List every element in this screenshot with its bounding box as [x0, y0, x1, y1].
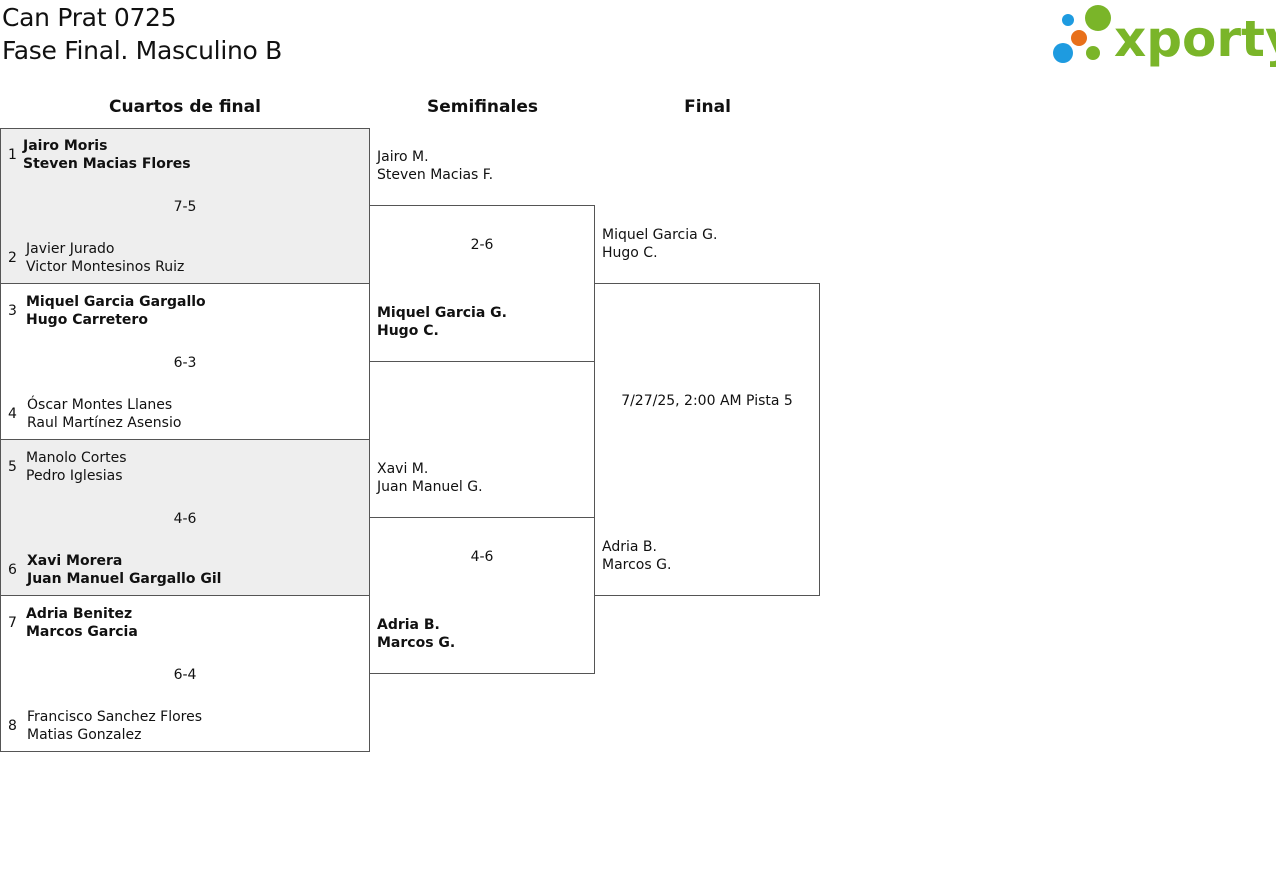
tournament-title: Can Prat 0725 [2, 3, 177, 32]
team-pair: Miquel Garcia Gargallo Hugo Carretero [26, 293, 206, 329]
player-name: Pedro Iglesias [26, 468, 123, 484]
seed-number: 5 [8, 459, 17, 475]
player-name: Manolo Cortes [26, 450, 127, 466]
seed-number: 6 [8, 562, 17, 578]
team-pair: Adria B. Marcos G. [602, 538, 671, 574]
player-name: Jairo M. [377, 149, 429, 165]
team-pair: Óscar Montes Llanes Raul Martínez Asensi… [27, 396, 181, 432]
player-name: Xavi Morera [27, 553, 123, 569]
xporty-logo: xporty [1053, 5, 1276, 68]
player-name: Miquel Garcia Gargallo [26, 294, 206, 310]
player-name: Hugo C. [377, 323, 439, 339]
match-score: 2-6 [470, 237, 494, 253]
player-name: Raul Martínez Asensio [27, 415, 182, 431]
team-pair: Xavi Morera Juan Manuel Gargallo Gil [27, 552, 221, 588]
seed-number: 7 [8, 615, 17, 631]
phase-title: Fase Final. Masculino B [2, 36, 283, 65]
player-name: Adria B. [602, 539, 657, 555]
player-name: Hugo Carretero [26, 312, 148, 328]
player-name: Marcos G. [602, 557, 672, 573]
player-name: Jairo Moris [23, 138, 108, 154]
quarterfinal-match-2: 3 Miquel Garcia Gargallo Hugo Carretero … [0, 283, 370, 440]
player-name: Marcos G. [377, 635, 456, 651]
player-name: Javier Jurado [26, 241, 115, 257]
match-score: 4-6 [470, 549, 494, 565]
final-top-pair: Miquel Garcia G. Hugo C. [602, 226, 717, 262]
seed-number: 3 [8, 303, 17, 319]
player-name: Óscar Montes Llanes [27, 397, 173, 413]
semifinal-2-top-pair: Xavi M. Juan Manuel G. [377, 460, 483, 496]
column-header-final: Final [684, 97, 731, 117]
player-name: Hugo C. [602, 245, 658, 261]
semifinal-1-top-pair: Jairo M. Steven Macias F. [377, 148, 493, 184]
player-name: Xavi M. [377, 461, 429, 477]
seed-number: 4 [8, 406, 17, 422]
team-pair: Jairo Moris Steven Macias Flores [23, 137, 191, 173]
match-schedule: 7/27/25, 2:00 AM Pista 5 [621, 393, 793, 409]
player-name: Adria B. [377, 617, 440, 633]
quarterfinal-match-1: 1 Jairo Moris Steven Macias Flores 7-5 2… [0, 128, 370, 284]
seed-number: 2 [8, 250, 17, 266]
seed-number: 8 [8, 718, 17, 734]
column-header-quarters: Cuartos de final [109, 97, 261, 117]
team-pair: Manolo Cortes Pedro Iglesias [26, 449, 127, 485]
team-pair: Francisco Sanchez Flores Matias Gonzalez [27, 708, 202, 744]
final-match: 7/27/25, 2:00 AM Pista 5 Adria B. Marcos… [594, 283, 820, 596]
player-name: Francisco Sanchez Flores [27, 709, 203, 725]
player-name: Miquel Garcia G. [377, 305, 507, 321]
match-score: 6-4 [173, 667, 197, 683]
match-score: 6-3 [173, 355, 197, 371]
semifinal-match-1: 2-6 Miquel Garcia G. Hugo C. [369, 205, 595, 362]
team-pair: Miquel Garcia G. Hugo C. [377, 304, 507, 340]
logo-wordmark: xporty [1114, 10, 1276, 68]
player-name: Miquel Garcia G. [602, 227, 718, 243]
player-name: Adria Benitez [26, 606, 133, 622]
player-name: Marcos Garcia [26, 624, 138, 640]
player-name: Steven Macias Flores [23, 156, 191, 172]
player-name: Steven Macias F. [377, 167, 494, 183]
quarterfinal-match-3: 5 Manolo Cortes Pedro Iglesias 4-6 6 Xav… [0, 439, 370, 596]
team-pair: Adria B. Marcos G. [377, 616, 455, 652]
player-name: Juan Manuel Gargallo Gil [27, 571, 222, 587]
seed-number: 1 [8, 147, 17, 163]
player-name: Juan Manuel G. [377, 479, 483, 495]
match-score: 4-6 [173, 511, 197, 527]
match-score: 7-5 [173, 199, 197, 215]
player-name: Matias Gonzalez [27, 727, 142, 743]
column-header-semis: Semifinales [427, 97, 538, 117]
team-pair: Javier Jurado Victor Montesinos Ruiz [26, 240, 184, 276]
team-pair: Adria Benitez Marcos Garcia [26, 605, 138, 641]
semifinal-match-2: 4-6 Adria B. Marcos G. [369, 517, 595, 674]
player-name: Victor Montesinos Ruiz [26, 259, 185, 275]
quarterfinal-match-4: 7 Adria Benitez Marcos Garcia 6-4 8 Fran… [0, 595, 370, 752]
